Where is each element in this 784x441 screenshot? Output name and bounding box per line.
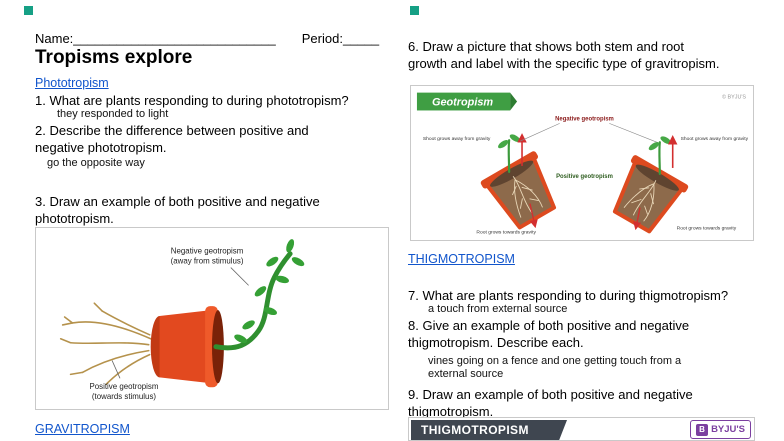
fig2-shoot-left-label: Shoot grows away from gravity — [423, 136, 491, 142]
right-root-down-arrow — [633, 207, 642, 231]
question-1: 1. What are plants responding to during … — [35, 93, 349, 108]
right-pot-graphic — [612, 155, 689, 234]
left-pot-graphic — [480, 151, 557, 230]
left-root-down-arrow — [529, 203, 538, 229]
name-blank-line: ____________________________ — [73, 31, 276, 46]
geotropism-banner: Geotropism — [416, 92, 518, 111]
section-marker-icon — [24, 6, 33, 15]
text-line: growth and label with the specific type … — [408, 56, 720, 71]
name-label: Name: — [35, 31, 74, 46]
positive-pointer-line — [111, 360, 121, 379]
fig2-negative-label: Negative geotropism — [555, 116, 614, 122]
text-line: 3. Draw an example of both positive and … — [35, 194, 320, 209]
text-line: 9. Draw an example of both positive and … — [408, 387, 693, 402]
byjus-logo: B BYJU'S — [690, 420, 751, 439]
answer-8: vines going on a fence and one getting t… — [428, 355, 758, 381]
question-8: 8. Give an example of both positive and … — [408, 317, 760, 351]
page-title: Tropisms explore — [35, 47, 193, 68]
fig2-positive-label: Positive geotropism — [556, 174, 613, 180]
fig1-labels: Negative geotropism (away from stimulus)… — [89, 247, 243, 401]
text-line: vines going on a fence and one getting t… — [428, 355, 682, 367]
text-line: 6. Draw a picture that shows both stem a… — [408, 39, 685, 54]
text-line: 8. Give an example of both positive and … — [408, 318, 690, 333]
fig2-shoot-right-label: Shoot grows away from gravity — [681, 136, 749, 142]
fig2-banner-text: Geotropism — [432, 97, 493, 109]
question-6: 6. Draw a picture that shows both stem a… — [408, 38, 760, 72]
thigmotropism-banner: THIGMOTROPISM — [411, 420, 567, 440]
pot-icon — [150, 306, 224, 388]
gravitropism-link[interactable]: GRAVITROPISM — [35, 422, 130, 436]
byjus-logo-icon: B — [696, 423, 709, 436]
fig1-negative-label: Negative geotropism — [171, 247, 244, 256]
geotropism-diagram-illustration: Geotropism © BYJU'S — [416, 92, 749, 235]
negative-pointer-line — [230, 267, 249, 286]
fig1-negative-sublabel: (away from stimulus) — [171, 257, 244, 266]
answer-7: a touch from external source — [428, 303, 568, 315]
period-label: Period: — [301, 31, 343, 46]
period-blank-line: _____ — [342, 31, 380, 46]
question-7: 7. What are plants responding to during … — [408, 288, 729, 303]
section-marker-icon — [410, 6, 419, 15]
figure-geotropism-drawing[interactable]: Negative geotropism (away from stimulus)… — [35, 227, 389, 410]
text-line: 2. Describe the difference between posit… — [35, 123, 309, 138]
question-2: 2. Describe the difference between posit… — [35, 122, 375, 156]
question-9: 9. Draw an example of both positive and … — [408, 386, 760, 420]
name-period-row: Name:____________________________ Period:… — [35, 31, 379, 46]
text-line: thigmotropism. — [408, 404, 494, 419]
figure-geotropism-diagram[interactable]: Geotropism © BYJU'S — [410, 85, 754, 241]
geotropism-plant-illustration: Negative geotropism (away from stimulus)… — [59, 239, 305, 401]
text-line: external source — [428, 368, 504, 380]
thigmotropism-banner-text: THIGMOTROPISM — [421, 423, 529, 437]
fig2-root-left-label: Root grows towards gravity — [476, 229, 536, 235]
byjus-logo-text: BYJU'S — [711, 424, 745, 435]
stem-graphic — [213, 239, 305, 351]
fig2-credit: © BYJU'S — [722, 94, 746, 101]
text-line: negative phototropism. — [35, 140, 167, 155]
fig1-positive-label: Positive geotropism — [89, 382, 158, 391]
text-line: thigmotropism. Describe each. — [408, 335, 584, 350]
thigmotropism-link[interactable]: THIGMOTROPISM — [408, 252, 515, 266]
text-line: phototropism. — [35, 211, 114, 226]
fig1-positive-sublabel: (towards stimulus) — [92, 392, 157, 401]
fig2-root-right-label: Root grows towards gravity — [677, 225, 737, 231]
phototropism-link[interactable]: Phototropism — [35, 76, 109, 90]
answer-1: they responded to light — [57, 108, 169, 120]
fig2-labels: Negative geotropism Shoot grows away fro… — [423, 116, 749, 235]
figure-thigmotropism-banner[interactable]: THIGMOTROPISM B BYJU'S — [408, 417, 755, 441]
answer-2: go the opposite way — [47, 157, 145, 169]
question-3: 3. Draw an example of both positive and … — [35, 193, 375, 227]
roots-graphic — [59, 302, 152, 386]
fig2-leader-lines — [519, 123, 657, 143]
